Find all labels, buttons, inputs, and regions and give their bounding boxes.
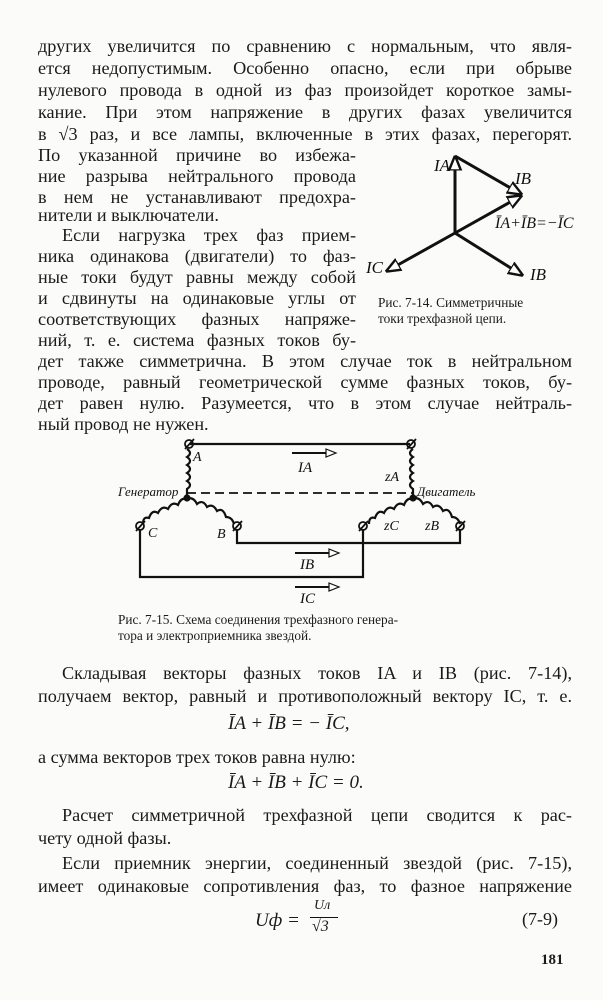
vector-ic [387, 231, 456, 271]
text-line: ется недопустимым. Особенно опасно, если… [38, 58, 572, 78]
label-sum: ĪA+ĪB=−ĪC [494, 215, 574, 232]
label-zb: zB [424, 519, 439, 534]
coil-zb [412, 497, 462, 525]
label-generator: Генератор [117, 484, 179, 499]
text-line: Если приемник энергии, соединенный звезд… [62, 853, 572, 873]
label-ic: IC [365, 258, 384, 277]
figure-caption: тора и электроприемника звездой. [118, 628, 312, 643]
label-ic: IC [299, 591, 316, 607]
coil-zc [367, 497, 414, 525]
wire-c [138, 529, 365, 579]
text-line: Если нагрузка трех фаз прием- [62, 225, 356, 245]
formula-lhs: Uф = [255, 910, 300, 931]
label-a: A [192, 450, 202, 465]
label-b: B [217, 527, 226, 542]
label-motor: Двигатель [415, 484, 475, 499]
text-line: кание. При этом напряжение в других фаза… [38, 102, 572, 122]
formula-sum-zero: ĪA + ĪB + ĪC = 0. [228, 772, 364, 793]
text-line: ные токи будут равны между собой [38, 267, 356, 287]
figure-caption: токи трехфазной цепи. [378, 311, 507, 326]
equation-number: (7-9) [522, 909, 558, 929]
label-ib: IB [299, 557, 314, 573]
text-line: ный провод не нужен. [38, 414, 209, 434]
formula-denominator: √3 [312, 918, 329, 935]
text-line: Расчет симметричной трехфазной цепи свод… [62, 805, 572, 825]
figure-caption: Рис. 7-14. Симметричные [378, 295, 524, 310]
formula-numerator: Uл [314, 898, 331, 913]
coil-c [141, 497, 188, 525]
coil-b [186, 497, 236, 525]
text-line: дет также симметрична. В этом случае ток… [38, 351, 572, 371]
vector-ib [454, 231, 522, 275]
text-line: ника одинакова (двигатели) то фаз- [38, 246, 356, 266]
formula-sum-ia-ib: ĪA + ĪB = − ĪC, [228, 713, 350, 734]
label-za: zA [384, 470, 399, 485]
coil-a [185, 448, 192, 499]
label-ia: IA [433, 156, 451, 175]
text-line: и сдвинуты на одинаковые углы от [38, 288, 356, 308]
text-line: получаем вектор, равный и противоположны… [38, 686, 572, 706]
text-line: нулевого провода в одной из фаз произойд… [38, 80, 572, 100]
text-line: ние разрыва нейтрального провода [38, 166, 356, 186]
page-number: 181 [541, 952, 564, 968]
text-line: дет равен нулю. Разумеется, что в этом с… [38, 393, 572, 413]
coil-za [408, 448, 415, 499]
text-line: в √3 раз, и все лампы, включенные в этих… [38, 124, 572, 144]
label-ia: IA [297, 460, 313, 476]
text-line: По указанной причине во избежа- [38, 145, 356, 165]
text-line: других увеличится по сравнению с нормаль… [38, 36, 572, 56]
figure-caption: Рис. 7-15. Схема соединения трехфазного … [118, 612, 399, 627]
text-line: соответствующих фазных напряже- [38, 309, 356, 329]
text-line: Складывая векторы фазных токов IA и IB (… [62, 663, 572, 683]
vector-sum [454, 196, 521, 235]
label-ib-top: IB [514, 169, 532, 188]
label-ib-bottom: IB [529, 265, 547, 284]
vector-ib-translated [454, 154, 521, 194]
fraction-bar [310, 917, 338, 918]
text-line: проводе, равный геометрической сумме фаз… [38, 372, 572, 392]
text-line: а сумма векторов трех токов равна нулю: [38, 747, 356, 767]
wire-b [235, 529, 462, 545]
text-line: нители и выключатели. [38, 205, 219, 225]
text-line: имеет одинаковые сопротивления фаз, то ф… [38, 876, 572, 896]
terminals [135, 438, 466, 532]
text-line: чету одной фазы. [38, 828, 172, 848]
label-c: C [148, 526, 158, 541]
text-line: ний, т. е. система фазных токов бу- [38, 330, 356, 350]
text-line: в нем не устанавливают предохра- [38, 187, 356, 207]
label-zc: zC [383, 519, 399, 534]
